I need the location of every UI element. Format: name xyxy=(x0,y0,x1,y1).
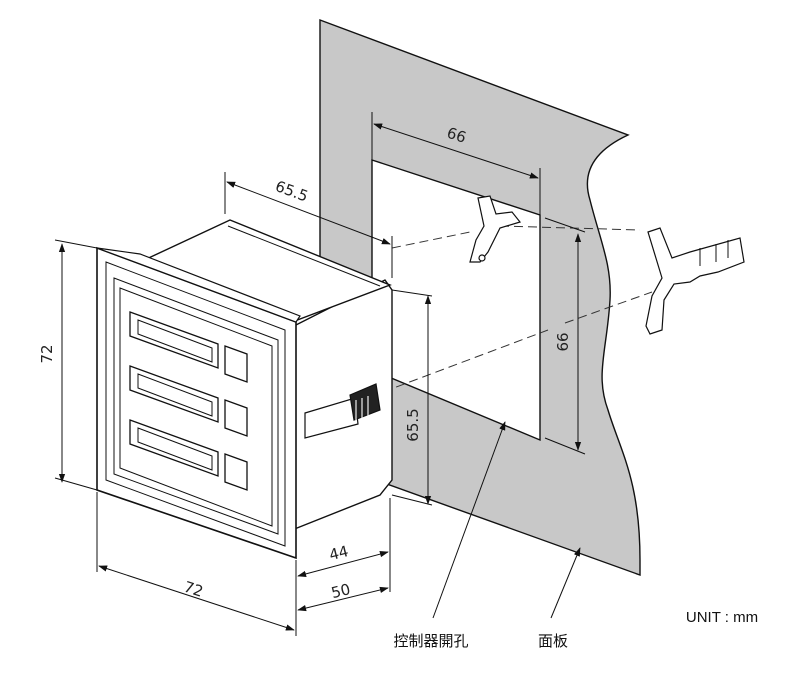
front-frame-2 xyxy=(113,277,279,535)
display-row-3 xyxy=(129,419,248,491)
mounting-clip-inner xyxy=(469,195,522,263)
dim-depth-44: 44 xyxy=(295,498,391,580)
panel-label: 面板 xyxy=(538,632,568,650)
dim-front-height: 72 xyxy=(38,239,98,491)
svg-text:66: 66 xyxy=(445,124,469,147)
panel-leader xyxy=(550,547,581,619)
front-frame-3 xyxy=(119,287,273,527)
svg-text:44: 44 xyxy=(327,542,350,564)
display-window-2 xyxy=(129,365,219,423)
dim-cutout-width: 66 xyxy=(371,112,541,215)
svg-text:72: 72 xyxy=(182,578,206,601)
display-window-1 xyxy=(129,311,219,369)
side-latch xyxy=(304,383,381,439)
projection-lines xyxy=(382,225,653,393)
unit-label: UNIT : mm xyxy=(686,609,758,626)
key-button-1 xyxy=(224,345,248,383)
svg-text:72: 72 xyxy=(38,344,56,363)
bezel-thickness xyxy=(96,247,301,323)
dim-body-height: 65.5 xyxy=(391,289,433,506)
dim-depth-50: 50 xyxy=(297,560,391,612)
cutout-label: 控制器開孔 xyxy=(393,632,468,650)
svg-text:65.5: 65.5 xyxy=(404,408,422,441)
svg-text:66: 66 xyxy=(554,332,572,351)
dim-front-width: 72 xyxy=(96,492,297,636)
mounting-clip-outer xyxy=(645,227,745,335)
front-frame-1 xyxy=(105,261,286,547)
cutout-leader xyxy=(432,421,506,619)
svg-text:50: 50 xyxy=(329,580,352,602)
dim-cutout-height: 66 xyxy=(544,217,586,455)
display-row-2 xyxy=(129,365,248,437)
key-button-3 xyxy=(224,453,248,491)
key-button-2 xyxy=(224,399,248,437)
display-window-3 xyxy=(129,419,219,477)
display-row-1 xyxy=(129,311,248,383)
